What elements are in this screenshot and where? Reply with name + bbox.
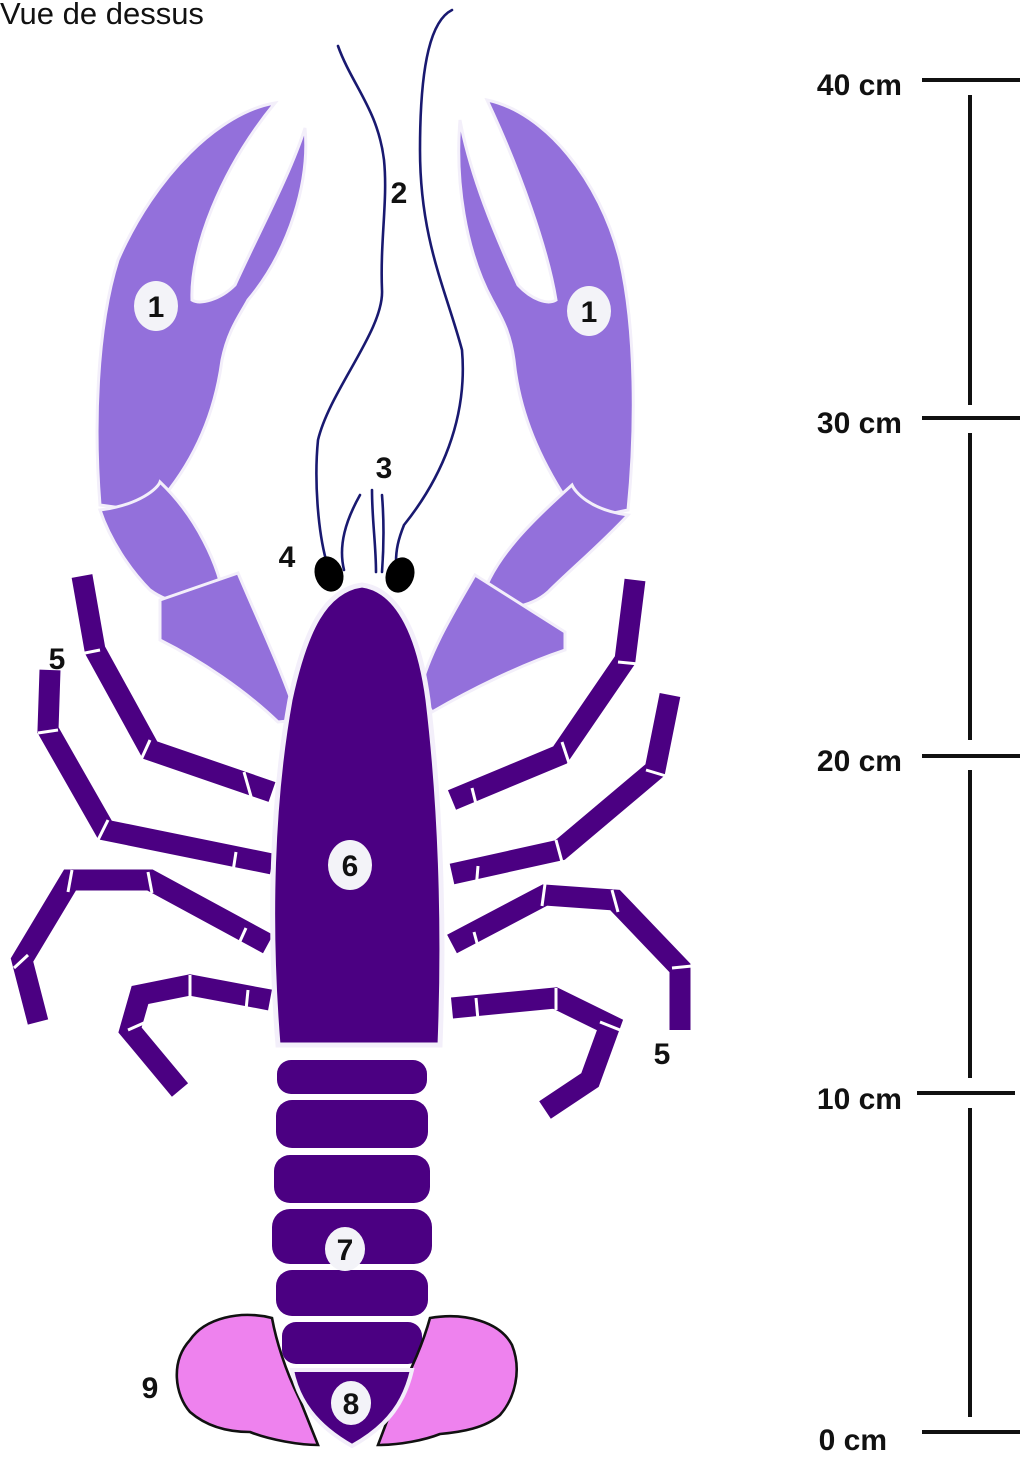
abdomen-segment-2 [276, 1100, 428, 1148]
leg-left-4 [130, 985, 270, 1090]
svg-text:8: 8 [343, 1388, 360, 1421]
scale-tick-40: 40 cm [817, 69, 902, 102]
scale-tick-20: 20 cm [817, 745, 902, 778]
scale-tick-30: 30 cm [817, 407, 902, 440]
svg-text:6: 6 [342, 850, 359, 883]
antennule-middle [372, 490, 376, 572]
leg-left-2 [48, 670, 272, 864]
label-claw-left: 1 [134, 281, 178, 331]
label-telson: 8 [331, 1381, 371, 1425]
antennule-right [382, 495, 384, 572]
label-abdomen: 7 [325, 1227, 365, 1271]
claw-left-merus [160, 573, 298, 722]
abdomen [272, 1060, 432, 1364]
abdomen-segment-3 [274, 1155, 430, 1203]
abdomen-segment-1 [277, 1060, 427, 1094]
view-caption: Vue de dessus [0, 0, 204, 32]
abdomen-segment-5 [276, 1270, 428, 1316]
label-legs-left: 5 [49, 643, 66, 676]
label-antenna: 2 [391, 177, 408, 210]
svg-text:7: 7 [337, 1234, 354, 1267]
label-legs-right: 5 [654, 1038, 671, 1071]
svg-text:1: 1 [581, 296, 598, 329]
scale-tick-0: 0 cm [819, 1424, 887, 1456]
antennae [316, 10, 462, 572]
scale-lines [917, 80, 1020, 1432]
label-carapace: 6 [328, 840, 372, 890]
claw-left [97, 103, 306, 722]
svg-text:1: 1 [148, 291, 165, 324]
scale-tick-10: 10 cm [817, 1083, 902, 1116]
carapace [273, 585, 442, 1045]
eye-right [381, 553, 420, 596]
antennule-left [342, 495, 360, 570]
label-eye: 4 [279, 541, 296, 574]
label-uropod: 9 [142, 1372, 159, 1405]
abdomen-segment-6 [282, 1322, 422, 1364]
label-antennule: 3 [376, 452, 393, 485]
claw-right [420, 100, 633, 712]
scale-bar: 40 cm 30 cm 20 cm 10 cm 0 cm [817, 69, 1020, 1456]
antenna-right [396, 10, 463, 562]
leg-right-4 [452, 998, 610, 1110]
claw-left-propus [97, 103, 306, 512]
label-claw-right: 1 [567, 286, 611, 336]
